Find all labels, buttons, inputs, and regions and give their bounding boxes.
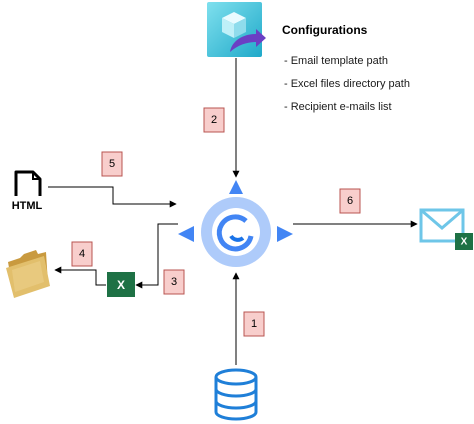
step-label-3: 3 [171,276,177,288]
step-box-5: 5 [101,151,123,177]
connector-excel-to-folder [54,266,106,286]
excel-icon-letter: X [117,278,125,292]
step-label-2: 2 [211,114,217,126]
email-attachment-excel-icon: X [455,233,473,250]
step-box-6: 6 [339,188,361,214]
step-label-6: 6 [347,195,353,207]
step-box-3: 3 [163,269,185,295]
email-icon [419,208,465,243]
connector-html-to-hub [48,186,177,208]
step-label-1: 1 [251,318,257,330]
step-label-4: 4 [79,248,85,260]
html-file-icon [14,170,42,196]
config-item-excel-directory: - Excel files directory path [284,78,410,90]
config-title: Configurations [282,23,368,37]
config-icon [207,2,266,57]
step-box-2: 2 [203,107,225,133]
step-label-5: 5 [109,158,115,170]
connector-hub-to-excel [135,223,178,289]
step-box-4: 4 [71,241,93,267]
folder-icon [6,250,50,298]
excel-icon: X [107,272,135,297]
config-item-recipients: - Recipient e-mails list [284,101,392,113]
hub-icon [178,180,293,267]
database-icon [214,368,258,421]
step-box-1: 1 [243,311,265,337]
html-file-label: HTML [12,200,43,212]
config-item-email-template: - Email template path [284,55,388,67]
email-attachment-excel-letter: X [461,237,468,248]
